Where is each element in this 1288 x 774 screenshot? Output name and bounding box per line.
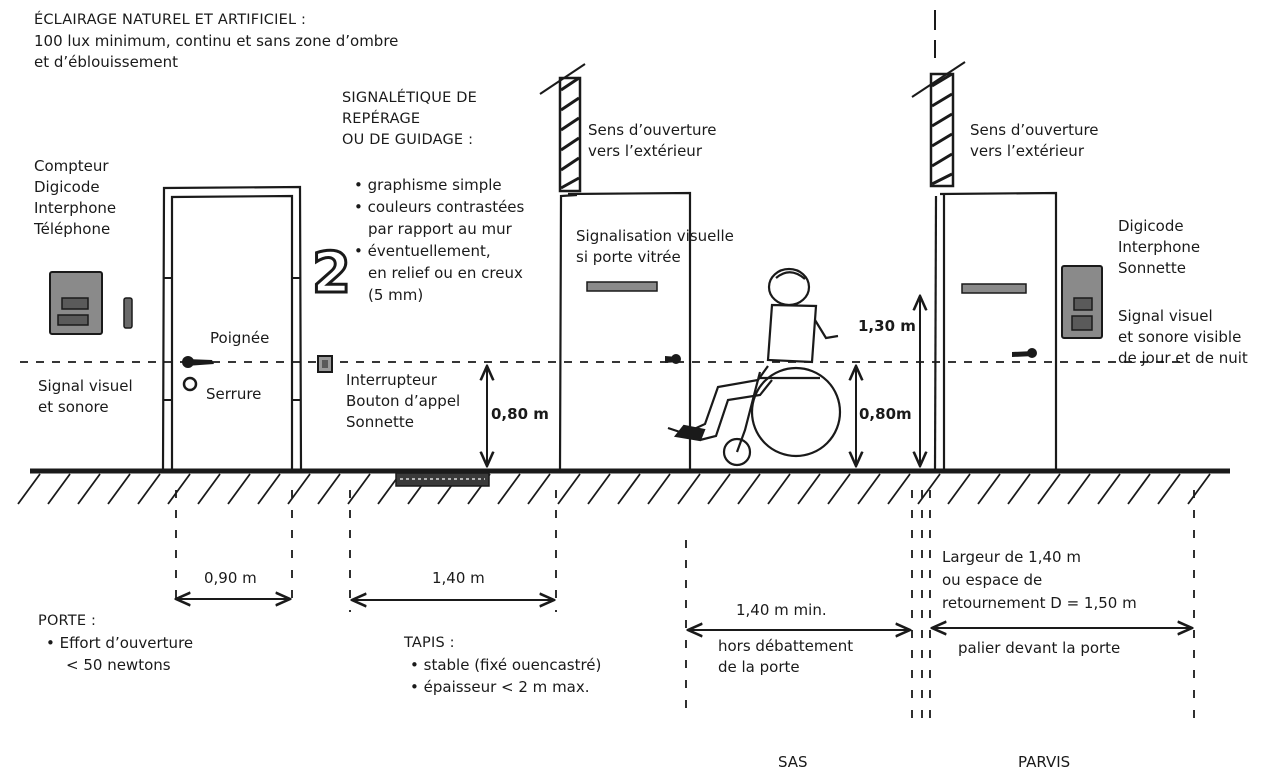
signage-bullet: • graphisme simple	[354, 176, 502, 194]
sas-height-label: 0,80m	[859, 405, 912, 423]
ground	[17, 468, 1230, 505]
left-door	[161, 185, 303, 471]
left-device-label: Digicode	[34, 178, 100, 196]
left-devices-block: Compteur Digicode Interphone Téléphone	[34, 156, 116, 240]
mat-note-bullet: • épaisseur < 2 m max.	[410, 678, 590, 696]
lock-icon	[182, 376, 198, 392]
signage-title: SIGNALÉTIQUE DE	[342, 90, 477, 106]
light-switch-icon	[317, 355, 333, 373]
glass-signal-label: si porte vitrée	[576, 248, 681, 266]
left-device-label: Téléphone	[34, 220, 111, 238]
parvis-width-line: ou espace de	[942, 571, 1043, 589]
zone-parvis-label: PARVIS	[1018, 753, 1071, 771]
signage-bullet-cont: par rapport au mur	[368, 220, 512, 238]
switch-height-label: 0,80 m	[491, 405, 549, 423]
left-device-panel-icon	[49, 271, 103, 335]
left-signal-label: et sonore	[38, 398, 109, 416]
signage-bullet: • éventuellement,	[354, 242, 491, 260]
door-notes-block: PORTE : • Effort d’ouverture < 50 newton…	[38, 610, 193, 676]
lock-label: Serrure	[206, 385, 262, 403]
opening-left-block: Sens d’ouverture vers l’extérieur	[588, 120, 717, 162]
glass-signal-block: Signalisation visuelle si porte vitrée	[576, 226, 734, 268]
left-signal-label: Signal visuel	[38, 377, 133, 395]
signage-bullet-cont: en relief ou en creux	[368, 264, 523, 282]
parvis-width-block: Largeur de 1,40 m ou espace de retournem…	[942, 546, 1137, 615]
mat-note-bullet: • stable (fixé ouencastré)	[410, 656, 602, 674]
glass-signal-label: Signalisation visuelle	[576, 227, 734, 245]
switch-label: Bouton d’appel	[346, 392, 461, 410]
sas-note-line: de la porte	[718, 658, 800, 676]
floor-mat-icon	[395, 472, 490, 487]
right-signal-block: Signal visuel et sonore visible de jour …	[1118, 306, 1248, 369]
dimension-guides	[175, 490, 1195, 720]
parvis-height-label: 1,30 m	[858, 317, 916, 335]
right-device-panel-icon	[1061, 265, 1103, 339]
right-device-label: Interphone	[1118, 238, 1201, 256]
mat-notes-title: TAPIS :	[404, 635, 455, 651]
wheelchair-user-icon	[667, 267, 842, 467]
switch-label: Sonnette	[346, 413, 414, 431]
lighting-line: 100 lux minimum, continu et sans zone d’…	[34, 32, 399, 50]
lighting-block: ÉCLAIRAGE NATUREL ET ARTIFICIEL : 100 lu…	[34, 10, 398, 73]
signage-block: SIGNALÉTIQUE DE REPÉRAGE OU DE GUIDAGE :	[342, 88, 477, 151]
door-note-bullet-cont: < 50 newtons	[66, 656, 171, 674]
signage-bullet-cont: (5 mm)	[368, 286, 424, 304]
opening-right-block: Sens d’ouverture vers l’extérieur	[970, 120, 1099, 162]
right-signal-label: et sonore visible	[1118, 328, 1242, 346]
parvis-width-line: retournement D = 1,50 m	[942, 594, 1137, 612]
lighting-title: ÉCLAIRAGE NATUREL ET ARTIFICIEL :	[34, 12, 307, 28]
parvis-width-line: Largeur de 1,40 m	[942, 548, 1081, 566]
door-note-bullet: • Effort d’ouverture	[46, 634, 194, 652]
left-device-label: Compteur	[34, 157, 109, 175]
left-device-label: Interphone	[34, 199, 117, 217]
signage-bullet: • couleurs contrastées	[354, 198, 525, 216]
mat-width-label: 1,40 m	[432, 569, 485, 587]
right-device-label: Digicode	[1118, 217, 1184, 235]
lighting-line: et d’éblouissement	[34, 53, 179, 71]
handle-label: Poignée	[210, 329, 270, 347]
zone-sas-label: SAS	[778, 753, 808, 771]
sas-width-label: 1,40 m min.	[736, 601, 827, 619]
sas-note-line: hors débattement	[718, 637, 854, 655]
door-notes-title: PORTE :	[38, 613, 97, 629]
right-signal-label: de jour et de nuit	[1118, 349, 1248, 367]
switches-block: Interrupteur Bouton d’appel Sonnette	[346, 370, 460, 433]
small-switch-icon	[123, 297, 133, 329]
opening-label: Sens d’ouverture	[588, 121, 717, 139]
parvis-door	[911, 10, 1058, 471]
switch-label: Interrupteur	[346, 371, 437, 389]
sas-door	[539, 63, 692, 471]
mat-notes-block: TAPIS : • stable (fixé ouencastré) • épa…	[404, 632, 601, 698]
parvis-note-label: palier devant la porte	[958, 639, 1121, 657]
signage-bullets: • graphisme simple • couleurs contrastée…	[354, 174, 524, 306]
signage-title: REPÉRAGE	[342, 111, 421, 127]
left-signal-block: Signal visuel et sonore	[38, 376, 133, 418]
signage-title: OU DE GUIDAGE :	[342, 132, 474, 148]
door-width-label: 0,90 m	[204, 569, 257, 587]
opening-label: vers l’extérieur	[970, 142, 1084, 160]
door-handle-icon	[182, 356, 214, 368]
floor-number-sign: 2	[311, 241, 353, 306]
opening-label: Sens d’ouverture	[970, 121, 1099, 139]
right-devices-block: Digicode Interphone Sonnette	[1118, 216, 1200, 279]
opening-label: vers l’extérieur	[588, 142, 702, 160]
right-signal-label: Signal visuel	[1118, 307, 1213, 325]
right-device-label: Sonnette	[1118, 259, 1186, 277]
sas-note-block: hors débattement de la porte	[718, 636, 853, 678]
